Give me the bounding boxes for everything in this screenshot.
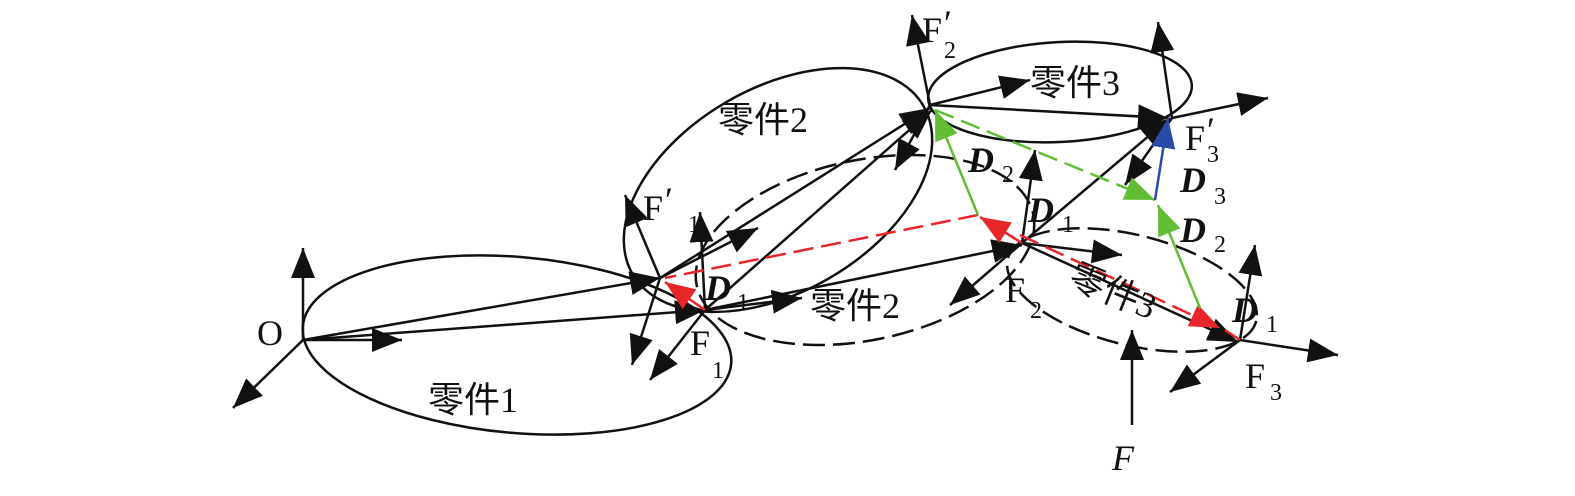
F3-label: F 3: [1245, 356, 1282, 406]
F2prime-up-arrow: [906, 14, 932, 106]
red-D1-F2: [979, 215, 1023, 245]
svg-text:′: ′: [1207, 110, 1215, 150]
F2prime-down-arrow: [893, 104, 932, 171]
F1-x-arrow: [704, 289, 803, 314]
D2-label-upper: D 2: [967, 140, 1014, 188]
F2-label: F 2: [1005, 270, 1042, 324]
F1-to-F2: [704, 239, 1023, 312]
load-F-label: F: [1111, 438, 1135, 478]
part2-upper-label: 零件2: [718, 100, 808, 140]
svg-text:D: D: [1179, 160, 1206, 200]
F2prime-to-F3prime: [929, 103, 1169, 129]
svg-text:1: 1: [1266, 312, 1278, 338]
F3prime-x-arrow: [1171, 92, 1269, 120]
F1prime-to-F2prime: [659, 106, 931, 280]
svg-text:1: 1: [712, 358, 724, 384]
svg-text:D: D: [1179, 210, 1206, 250]
part2-upper-ellipse: [622, 66, 934, 314]
svg-text:2: 2: [1030, 298, 1042, 324]
F3prime-up-arrow: [1150, 21, 1175, 119]
svg-text:3: 3: [1270, 380, 1282, 406]
part3-upper-label: 零件3: [1030, 63, 1120, 103]
green-dashed-D2: [934, 108, 1156, 202]
F3-diag-arrow: [1169, 338, 1241, 394]
F1-label: F 1: [690, 323, 724, 384]
red-dashed-D1: [664, 213, 979, 280]
part3-lower-ellipse: [1005, 227, 1259, 353]
svg-text:1: 1: [737, 290, 749, 316]
blue-D3: [1151, 117, 1176, 201]
F2-up-arrow: [1018, 149, 1043, 244]
green-D2: [933, 109, 980, 216]
F1prime-label: F ′ 1: [643, 180, 700, 238]
origin-z-arrow: [232, 339, 304, 409]
svg-text:D: D: [1231, 290, 1258, 330]
D1-label-F3: D 1: [1231, 290, 1278, 338]
svg-text:F: F: [922, 10, 942, 50]
F2-x-arrow: [1021, 239, 1123, 264]
green-D2-lower: [1156, 204, 1202, 309]
svg-text:2: 2: [1002, 162, 1014, 188]
svg-text:F: F: [690, 323, 710, 363]
svg-text:D: D: [967, 140, 994, 180]
F2-diag-arrow: [949, 242, 1023, 306]
svg-text:1: 1: [1062, 212, 1074, 238]
O-to-F1: [302, 300, 706, 342]
O-to-F1prime: [302, 271, 661, 342]
F1prime-down-arrow: [629, 277, 662, 366]
F2-to-F3prime: [1021, 117, 1171, 244]
F2prime-label: F ′ 2: [922, 3, 956, 64]
origin-label: O: [257, 313, 283, 353]
red-D1-F3: [1224, 328, 1241, 342]
F3prime-label: F ′ 3: [1185, 110, 1219, 168]
svg-text:D: D: [704, 268, 731, 308]
svg-text:F: F: [1005, 270, 1025, 310]
svg-text:F: F: [1185, 118, 1205, 158]
part2-lower-label: 零件2: [810, 286, 900, 326]
svg-text:3: 3: [1214, 184, 1226, 210]
part1-label: 零件1: [428, 380, 518, 420]
red-dashed-D1-lower: [1019, 233, 1221, 330]
F1prime-arrow: [659, 226, 759, 280]
D1-label-F1: D 1: [704, 268, 749, 316]
D2-label-lower: D 2: [1179, 210, 1226, 258]
F3-up-arrow: [1238, 244, 1263, 341]
svg-text:2: 2: [1214, 232, 1226, 258]
F3-x-arrow: [1239, 338, 1339, 363]
svg-text:′: ′: [944, 3, 952, 43]
part3-lower-label: 零件3: [1064, 256, 1162, 327]
svg-text:F: F: [1245, 356, 1265, 396]
F2prime-x-arrow: [929, 75, 1031, 107]
svg-text:1: 1: [688, 212, 700, 238]
svg-text:D: D: [1027, 190, 1054, 230]
F1-up-arrow: [689, 211, 714, 311]
D1-label-F2: D 1: [1027, 190, 1074, 238]
D3-label: D 3: [1179, 160, 1226, 210]
svg-text:3: 3: [1207, 142, 1219, 168]
svg-text:2: 2: [944, 38, 956, 64]
F1-to-F2prime: [704, 109, 933, 311]
F1-diag-arrow: [649, 309, 706, 381]
red-D1-F1: [664, 280, 706, 312]
svg-text:F: F: [643, 188, 663, 228]
svg-text:′: ′: [665, 180, 673, 220]
F1prime-up-arrow: [623, 194, 662, 279]
